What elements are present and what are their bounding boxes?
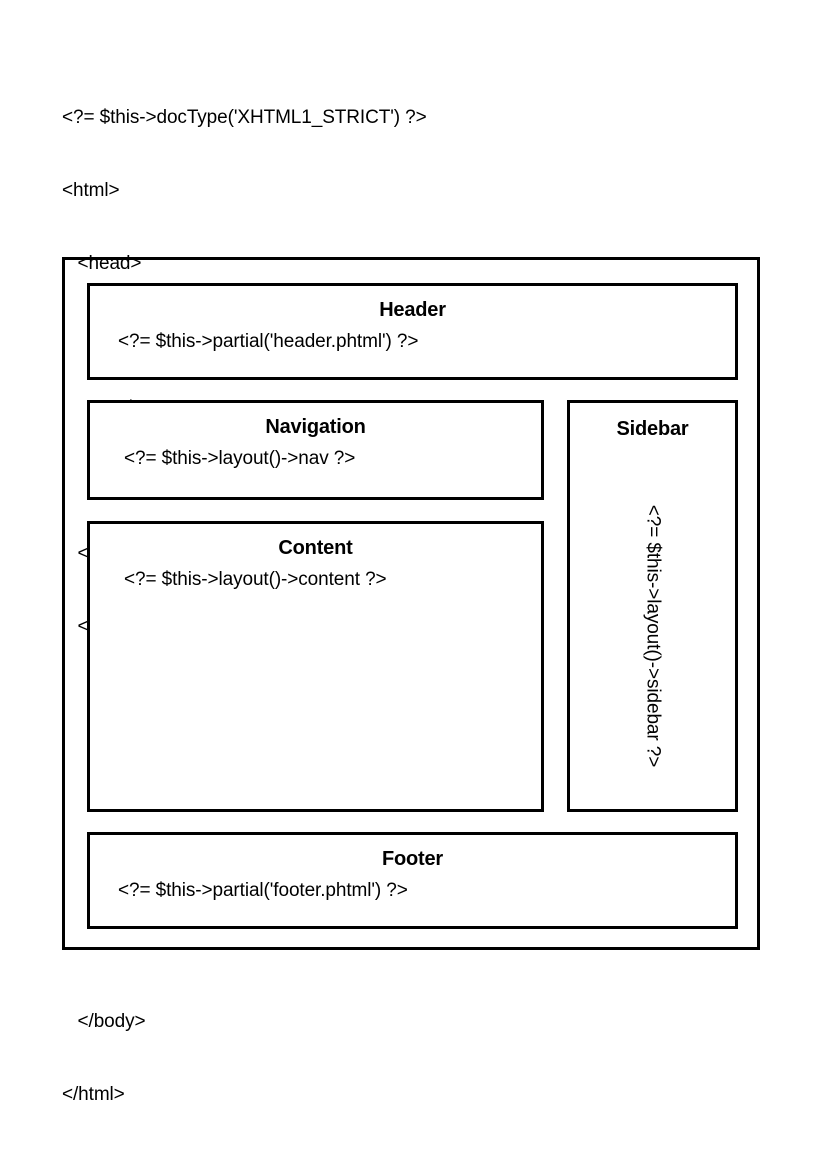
navigation-box-code: <?= $this->layout()->nav ?> [124, 448, 356, 469]
sidebar-box-title: Sidebar [616, 418, 689, 440]
code-line-html-close: </html> [62, 1084, 125, 1106]
navigation-box-title: Navigation [265, 416, 366, 438]
navigation-box: Navigation <?= $this->layout()->nav ?> [87, 400, 544, 500]
content-box: Content <?= $this->layout()->content ?> [87, 521, 544, 812]
footer-box-code: <?= $this->partial('footer.phtml') ?> [118, 880, 408, 901]
header-box-title: Header [379, 299, 446, 321]
content-box-title: Content [278, 537, 353, 559]
code-line-doctype: <?= $this->docType('XHTML1_STRICT') ?> [62, 107, 427, 129]
code-line-body-close: </body> [62, 1011, 146, 1033]
content-box-code: <?= $this->layout()->content ?> [124, 569, 387, 590]
header-box-code: <?= $this->partial('header.phtml') ?> [118, 331, 419, 352]
sidebar-box-code: <?= $this->layout()->sidebar ?> [642, 504, 664, 768]
code-line-html-open: <html> [62, 180, 120, 202]
header-box: Header <?= $this->partial('header.phtml'… [87, 283, 738, 380]
footer-box-title: Footer [381, 848, 444, 870]
sidebar-box-code-wrap: <?= $this->layout()->sidebar ?> [570, 465, 735, 807]
diagram-page: <?= $this->docType('XHTML1_STRICT') ?> <… [62, 107, 760, 1105]
body-container-box: Header <?= $this->partial('header.phtml'… [62, 257, 760, 950]
sidebar-box: Sidebar <?= $this->layout()->sidebar ?> [567, 400, 738, 812]
footer-box: Footer <?= $this->partial('footer.phtml'… [87, 832, 738, 929]
code-block-bottom: </body> </html> [62, 962, 146, 1156]
